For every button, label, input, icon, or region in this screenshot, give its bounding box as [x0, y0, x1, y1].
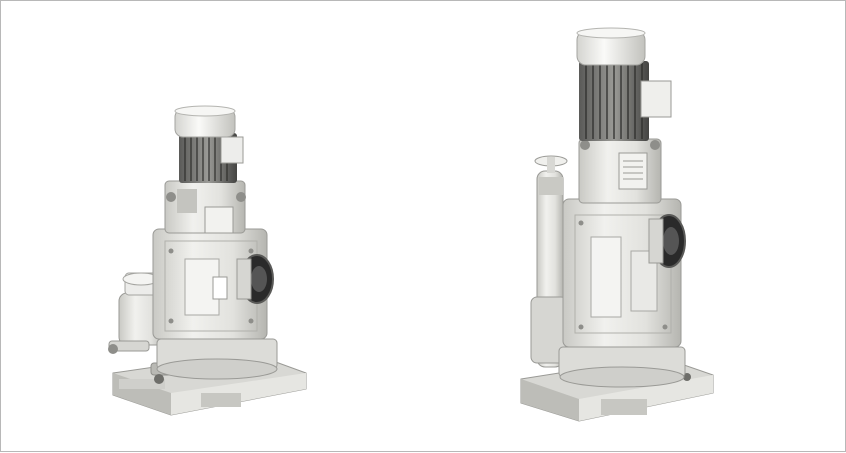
left-lantern: [164, 180, 246, 234]
right-side-tank: [530, 155, 568, 368]
left-motor: [174, 105, 244, 183]
left-side-pump: [108, 272, 178, 384]
right-motor: [576, 27, 672, 141]
left-flange: [236, 254, 274, 304]
pump-unit-left: [108, 105, 307, 416]
pump-unit-right: [520, 27, 714, 422]
left-pump-housing: [152, 228, 278, 380]
right-lantern: [578, 138, 662, 204]
right-flange: [648, 214, 686, 268]
